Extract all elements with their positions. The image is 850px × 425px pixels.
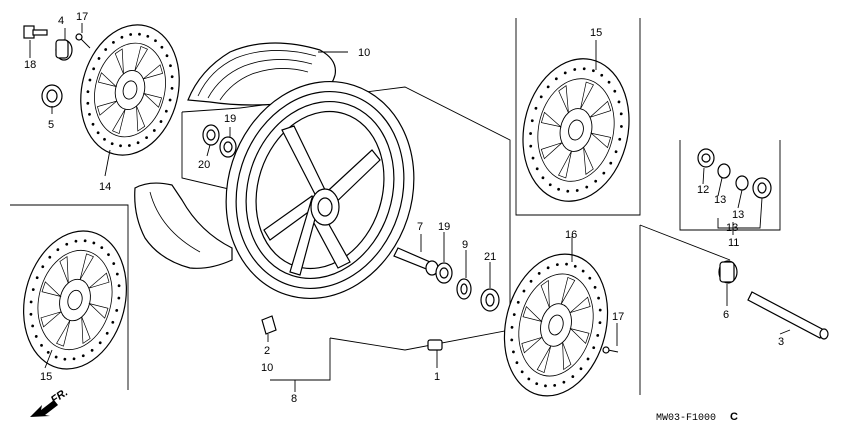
callout-20: 20 bbox=[198, 159, 210, 171]
speedo-gearbox-11 bbox=[752, 177, 772, 199]
figure-code: MW03-F1000 bbox=[656, 413, 716, 424]
brake-disc-14 bbox=[80, 24, 180, 156]
front-axle-3 bbox=[747, 291, 829, 340]
callout-15-left: 15 bbox=[40, 371, 52, 383]
callout-14: 14 bbox=[99, 181, 111, 193]
callout-10-lower: 10 bbox=[261, 362, 273, 374]
screw-17-top bbox=[75, 33, 91, 49]
callout-18: 18 bbox=[24, 59, 36, 71]
callout-10-tire: 10 bbox=[358, 47, 370, 59]
figure-code-suffix: C bbox=[730, 411, 738, 423]
callout-5: 5 bbox=[48, 119, 54, 131]
callout-8: 8 bbox=[291, 393, 297, 405]
spacer-7 bbox=[393, 247, 439, 276]
grouping-lines bbox=[10, 18, 781, 395]
callout-3: 3 bbox=[778, 336, 784, 348]
dust-seal-5 bbox=[41, 84, 63, 108]
screw-17-bottom bbox=[602, 346, 619, 354]
callout-17-bottom: 17 bbox=[612, 311, 624, 323]
side-collar-6 bbox=[718, 260, 738, 284]
tire-lower bbox=[134, 182, 233, 269]
callout-16: 16 bbox=[565, 229, 577, 241]
dust-seal-21 bbox=[480, 288, 500, 312]
callout-13-a: 13 bbox=[714, 194, 726, 206]
bearing-20 bbox=[202, 124, 220, 146]
clip-1 bbox=[427, 339, 443, 351]
callout-12: 12 bbox=[697, 184, 709, 196]
bearing-19-right bbox=[435, 262, 453, 284]
hardware-13b bbox=[735, 175, 749, 191]
leader-lines bbox=[29, 23, 791, 392]
brake-disc-15-right bbox=[522, 58, 630, 202]
callout-11: 11 bbox=[728, 237, 739, 249]
callout-7: 7 bbox=[417, 221, 423, 233]
front-direction-arrow: FR. bbox=[30, 386, 70, 417]
callout-13-b: 13 bbox=[732, 209, 744, 221]
brake-disc-16 bbox=[503, 253, 609, 397]
callout-numbers: 10 4 17 18 5 14 19 20 7 19 9 21 2 10 8 1… bbox=[24, 11, 784, 405]
bearing-19-left bbox=[219, 136, 237, 158]
callout-15-right: 15 bbox=[590, 27, 602, 39]
callout-4: 4 bbox=[58, 15, 64, 27]
brake-disc-15-left bbox=[23, 230, 127, 370]
callout-6: 6 bbox=[723, 309, 729, 321]
callout-19-right: 19 bbox=[438, 221, 450, 233]
bolt-18 bbox=[23, 25, 48, 39]
callout-2: 2 bbox=[264, 345, 270, 357]
callout-17-top: 17 bbox=[76, 11, 88, 23]
callout-19-left: 19 bbox=[224, 113, 236, 125]
callout-13-c: 13 bbox=[726, 222, 738, 234]
gearbox-retainer-9 bbox=[456, 278, 472, 300]
collar-4 bbox=[55, 39, 73, 61]
callout-21: 21 bbox=[484, 251, 496, 263]
valve-2 bbox=[261, 315, 277, 335]
callout-1: 1 bbox=[434, 371, 440, 383]
hardware-13a bbox=[717, 163, 731, 179]
callout-9: 9 bbox=[462, 239, 468, 251]
hardware-12 bbox=[697, 148, 715, 168]
wheel-rim bbox=[225, 80, 415, 300]
